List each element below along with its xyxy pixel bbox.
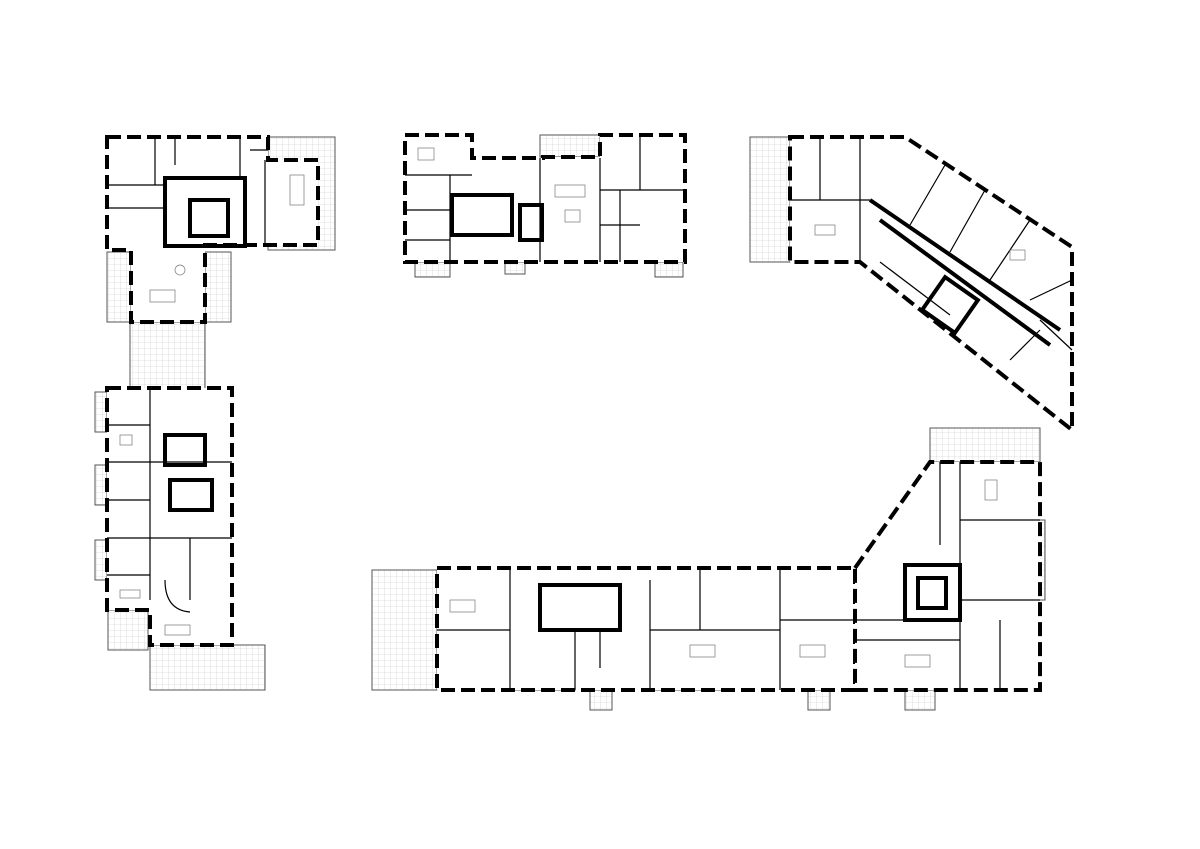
terrace (929, 427, 1041, 463)
terrace (149, 644, 266, 691)
building-block-bottom-middle (371, 566, 857, 711)
building-block-left (94, 386, 266, 691)
building-block-top-right (749, 135, 1074, 435)
bridge-terrace (129, 321, 206, 391)
building-block-top-middle (403, 133, 687, 278)
terrace (204, 251, 232, 323)
terrace (371, 569, 438, 691)
building-block-top-left (105, 135, 336, 391)
terrace (749, 136, 791, 263)
terrace (106, 251, 132, 323)
building-block-bottom-right (853, 427, 1046, 711)
